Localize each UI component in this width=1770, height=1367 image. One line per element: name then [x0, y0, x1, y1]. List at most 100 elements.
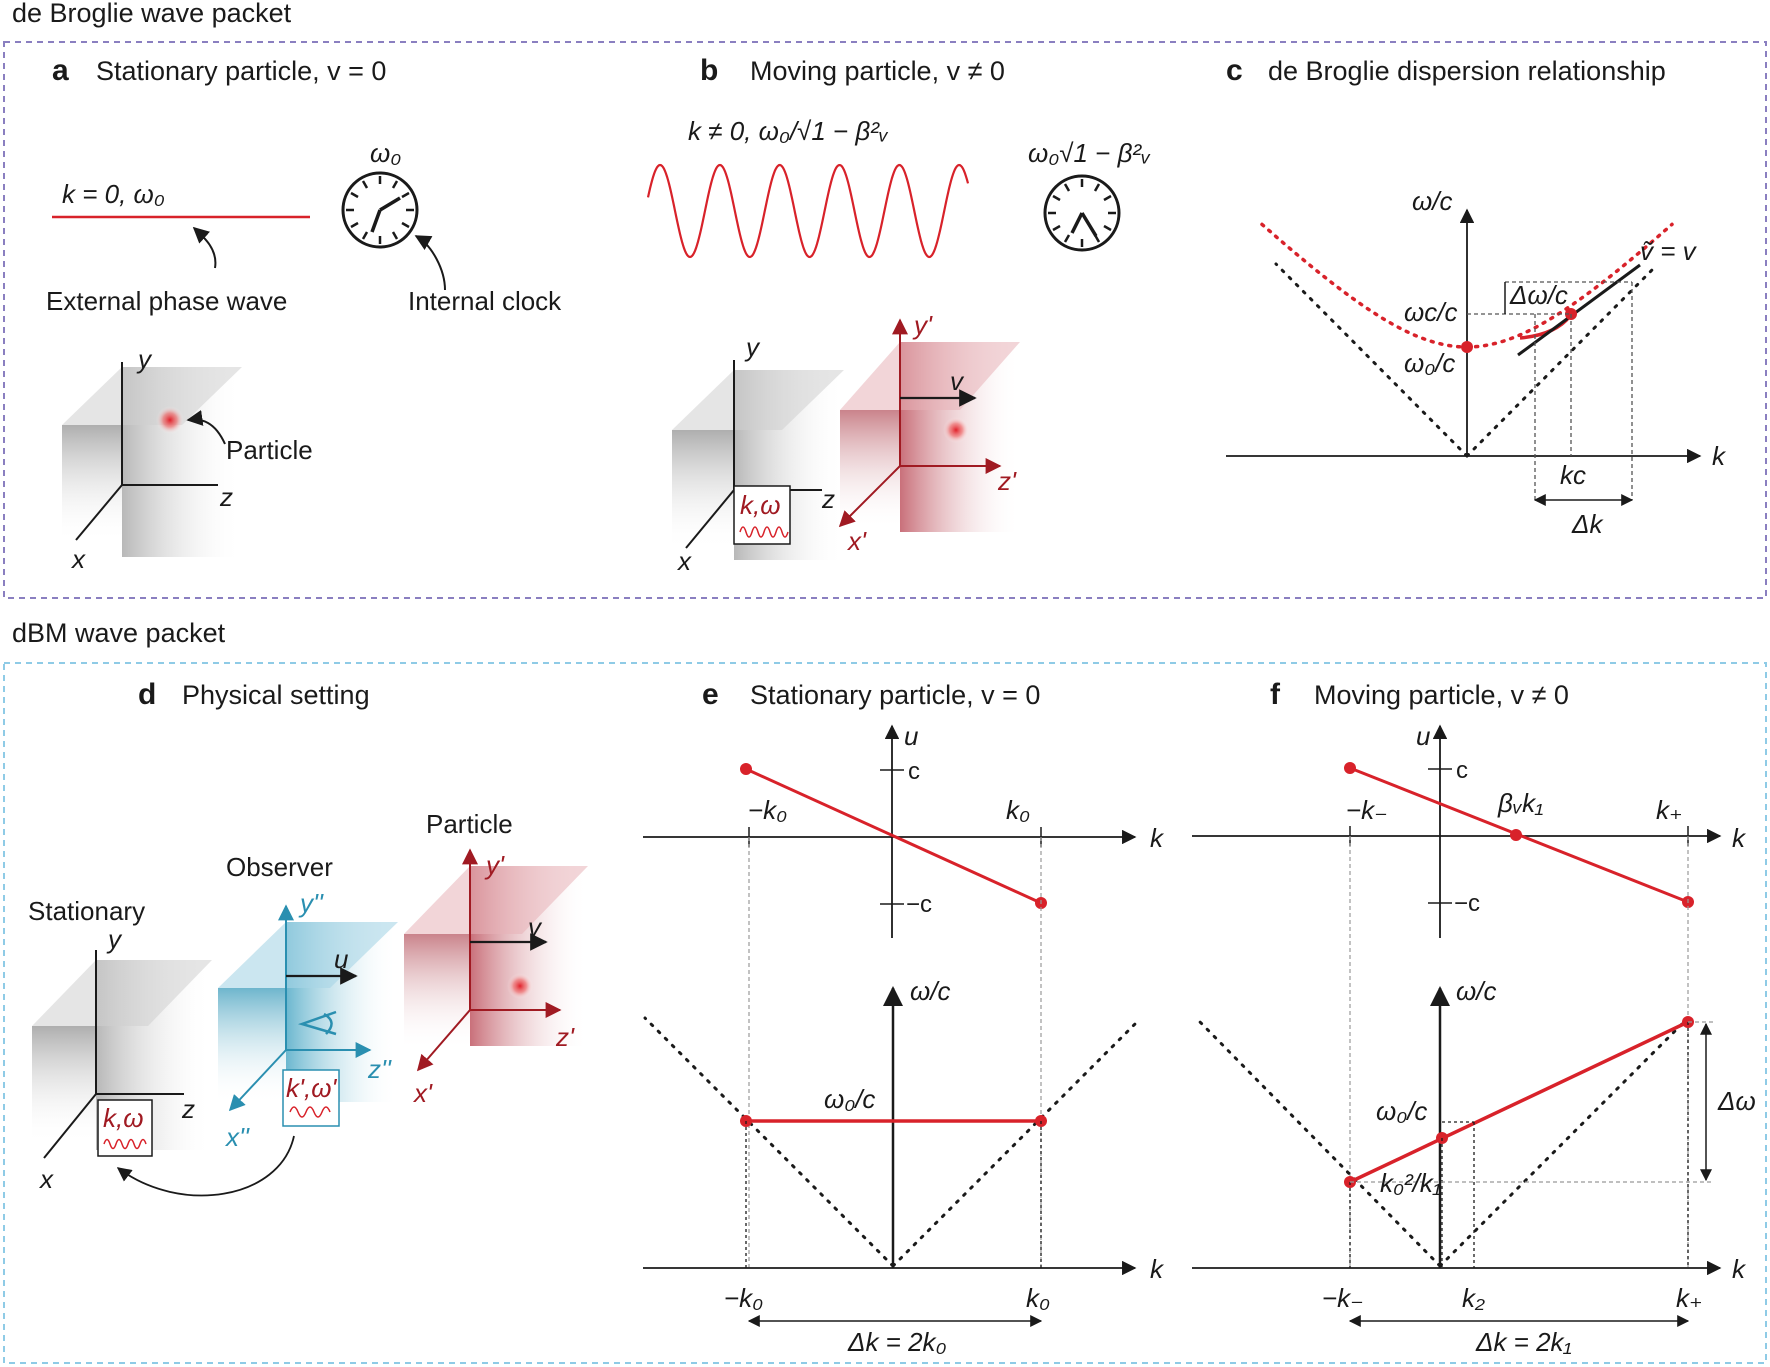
panel-f-c-neg: −c	[1454, 890, 1480, 917]
panel-a-wave-caption: External phase wave	[46, 286, 287, 316]
panel-a-clock-label: ω₀	[370, 138, 401, 168]
panel-d-particle-label: Particle	[426, 809, 513, 839]
panel-d-frame-stationary	[32, 950, 212, 1159]
panel-e-u-point-left	[740, 763, 752, 775]
panel-b-kw-box	[733, 485, 791, 545]
panel-d-u: u	[334, 944, 348, 974]
panel-a-title: Stationary particle, v = 0	[96, 56, 386, 86]
panel-c-delta-k: Δk	[1571, 509, 1604, 539]
panel-b-box-wave	[739, 526, 789, 538]
panel-a-clock-caption: Internal clock	[408, 286, 562, 316]
panel-e-omega-o: ω₀/c	[824, 1084, 875, 1114]
particle-dot	[507, 973, 533, 999]
panel-e-u-axis-label: u	[904, 721, 918, 751]
panel-d-box1: k,ω	[103, 1103, 143, 1133]
panel-e-guides	[748, 837, 1042, 1268]
panel-d-letter: d	[138, 678, 156, 711]
particle-dot	[156, 406, 184, 434]
panel-e: e Stationary particle, v = 0 u k c −c −k…	[643, 678, 1165, 1357]
panel-d-axis-x: x	[38, 1164, 54, 1194]
section-frame-top	[3, 41, 1767, 599]
panel-d-box1-wave	[103, 1138, 147, 1150]
panel-c-tangent	[1517, 263, 1641, 357]
panel-e-lightcone-right	[891, 1017, 1142, 1268]
panel-c: c de Broglie dispersion relationship ω/c…	[1226, 54, 1727, 539]
panel-e-c-neg: −c	[906, 891, 932, 918]
panel-e-title: Stationary particle, v = 0	[750, 680, 1040, 710]
panel-a-letter: a	[52, 54, 69, 87]
panel-d-axis-y2: y''	[298, 888, 324, 918]
panel-f-drop-lines	[1349, 1022, 1689, 1268]
panel-c-point-o	[1461, 341, 1473, 353]
panel-f-c-pos: c	[1456, 757, 1468, 784]
panel-f-k-minus: −k₋	[1346, 795, 1388, 825]
panel-f-bottom-k-label: k	[1732, 1254, 1747, 1284]
panel-d-axis-z2: z''	[367, 1054, 392, 1084]
section-title-top: de Broglie wave packet	[12, 0, 292, 28]
panel-f-top-k-label: k	[1732, 823, 1747, 853]
panel-e-lightcone-left	[643, 1016, 895, 1268]
clock-icon	[1043, 174, 1121, 252]
panel-d-axis-y3: y'	[484, 850, 505, 880]
panel-b-axis-z: z	[821, 484, 835, 514]
panel-f-w-axis-label: ω/c	[1456, 976, 1496, 1006]
panel-c-x-axis-label: k	[1712, 441, 1727, 471]
panel-b-box-label: k,ω	[740, 490, 780, 520]
panel-c-delta-omega: Δω/c	[1509, 280, 1568, 310]
panel-c-lightcone-right	[1465, 268, 1654, 458]
panel-f-lightcone-right	[1438, 1016, 1690, 1268]
panel-f-level-lines	[1350, 1021, 1714, 1183]
panel-b-title: Moving particle, v ≠ 0	[750, 56, 1005, 86]
section-title-bottom: dBM wave packet	[12, 618, 226, 648]
panel-d-kw-box	[97, 1099, 153, 1157]
panel-b-letter: b	[700, 54, 718, 87]
axis-x-line	[75, 484, 123, 541]
panel-b-clock-label: ω₀√1 − β²ᵥ	[1028, 138, 1151, 168]
panel-d-axis-z3: z'	[555, 1022, 575, 1052]
panel-a-frame	[62, 362, 242, 557]
panel-d-frame-particle	[404, 848, 588, 1072]
panel-f-k-minus-bottom: −k₋	[1322, 1283, 1364, 1313]
panel-b-phase-wave	[646, 163, 970, 259]
panel-c-omega-c: ωc/c	[1404, 297, 1457, 327]
panel-f: f Moving particle, v ≠ 0 u k c −c −k₋ k₊…	[1192, 678, 1756, 1357]
panel-d-axis-x2: x''	[224, 1122, 250, 1152]
panel-d-title: Physical setting	[182, 680, 370, 710]
panel-d-axis-z: z	[181, 1094, 195, 1124]
panel-e-w-axis-label: ω/c	[910, 976, 950, 1006]
panel-e-k-neg-bottom: −k₀	[724, 1283, 763, 1313]
panel-d-observer-label: Observer	[226, 852, 333, 882]
panel-c-letter: c	[1226, 54, 1243, 87]
panel-a-axis-y: y	[136, 344, 153, 374]
panel-f-k2: k₂	[1462, 1283, 1485, 1313]
panel-a: a Stationary particle, v = 0 k = 0, ω₀ E…	[46, 54, 562, 574]
panel-d: d Physical setting Stationary Observer P…	[28, 678, 588, 1197]
panel-c-k-c: kc	[1560, 460, 1586, 490]
panel-d-transform-arrow	[116, 1135, 295, 1197]
panel-d-box2: k',ω'	[286, 1073, 337, 1103]
panel-d-stationary-label: Stationary	[28, 896, 145, 926]
panel-c-omega-o: ω₀/c	[1404, 348, 1455, 378]
panel-f-omega-line	[1349, 1020, 1689, 1184]
panel-f-k-plus-bottom: k₊	[1676, 1283, 1703, 1313]
panel-a-clock-arrow	[414, 235, 446, 291]
panel-e-k-neg: −k₀	[748, 795, 787, 825]
panel-f-omega-o: ω₀/c	[1376, 1096, 1427, 1126]
panel-f-letter: f	[1270, 678, 1281, 711]
panel-b-frame-moving	[838, 318, 1020, 532]
panel-d-axis-y: y	[106, 924, 123, 954]
panel-f-k-plus: k₊	[1656, 795, 1683, 825]
panel-f-lightcone-left	[1198, 1020, 1442, 1268]
panel-b-axis-y: y	[744, 332, 761, 362]
panel-b-axis-y2: y'	[912, 310, 933, 340]
panel-e-u-line	[745, 767, 1042, 905]
panel-f-u-point-mid	[1510, 829, 1522, 841]
panel-b-wave-label: k ≠ 0, ω₀/√1 − β²ᵥ	[688, 116, 889, 146]
panel-f-guides	[1349, 836, 1689, 1268]
particle-dot	[943, 417, 969, 443]
panel-a-axis-z: z	[219, 482, 233, 512]
panel-e-letter: e	[702, 678, 719, 711]
panel-d-v: v	[528, 912, 543, 942]
panel-c-v-tilde: ṽ = v	[1640, 236, 1698, 266]
